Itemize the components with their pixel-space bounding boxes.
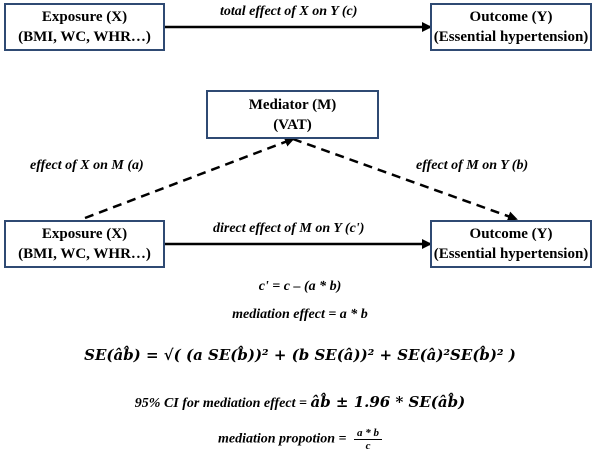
total-effect-label: total effect of X on Y (c): [220, 4, 358, 19]
outcome-title: Outcome (Y): [469, 9, 553, 25]
mediation-effect-equation: mediation effect = a * b: [232, 307, 368, 322]
exposure-subtitle: (BMI, WC, WHR…): [18, 246, 151, 262]
exposure-title: Exposure (X): [41, 9, 128, 25]
outcome-box-top: Outcome (Y) (Essential hypertension): [430, 3, 592, 51]
outcome-box-bottom: Outcome (Y) (Essential hypertension): [430, 220, 592, 268]
outcome-title: Outcome (Y): [469, 226, 553, 242]
exposure-subtitle: (BMI, WC, WHR…): [18, 29, 151, 45]
exposure-box-bottom: Exposure (X) (BMI, WC, WHR…): [4, 220, 165, 268]
ci-formula: âb̂ ± 1.96 * SE(âb̂): [310, 393, 466, 411]
standard-error-equation: SE(âb̂) = √( (a SE(b̂))² + (b SE(â))² + …: [84, 346, 516, 364]
outcome-subtitle: (Essential hypertension): [433, 246, 589, 262]
effect-a-arrow: [84, 137, 295, 220]
proportion-prefix: mediation propotion =: [217, 431, 351, 447]
exposure-box-top: Exposure (X) (BMI, WC, WHR…): [4, 3, 165, 51]
proportion-numerator: a * b: [354, 427, 383, 440]
exposure-title: Exposure (X): [41, 226, 128, 242]
mediator-subtitle: (VAT): [273, 116, 312, 133]
effect-b-arrow: [292, 137, 518, 222]
c-prime-equation: c' = c – (a * b): [258, 279, 342, 294]
outcome-subtitle: (Essential hypertension): [433, 29, 589, 45]
direct-effect-label: direct effect of M on Y (c'): [213, 221, 365, 236]
ci-prefix: 95% CI for mediation effect =: [134, 396, 311, 411]
mediator-box: Mediator (M) (VAT): [206, 90, 379, 139]
effect-b-label: effect of M on Y (b): [416, 158, 529, 173]
effect-a-label: effect of X on M (a): [30, 158, 144, 173]
confidence-interval-equation: 95% CI for mediation effect = âb̂ ± 1.96…: [0, 393, 600, 412]
mediator-title: Mediator (M): [248, 96, 337, 113]
proportion-denominator: c: [365, 440, 371, 451]
